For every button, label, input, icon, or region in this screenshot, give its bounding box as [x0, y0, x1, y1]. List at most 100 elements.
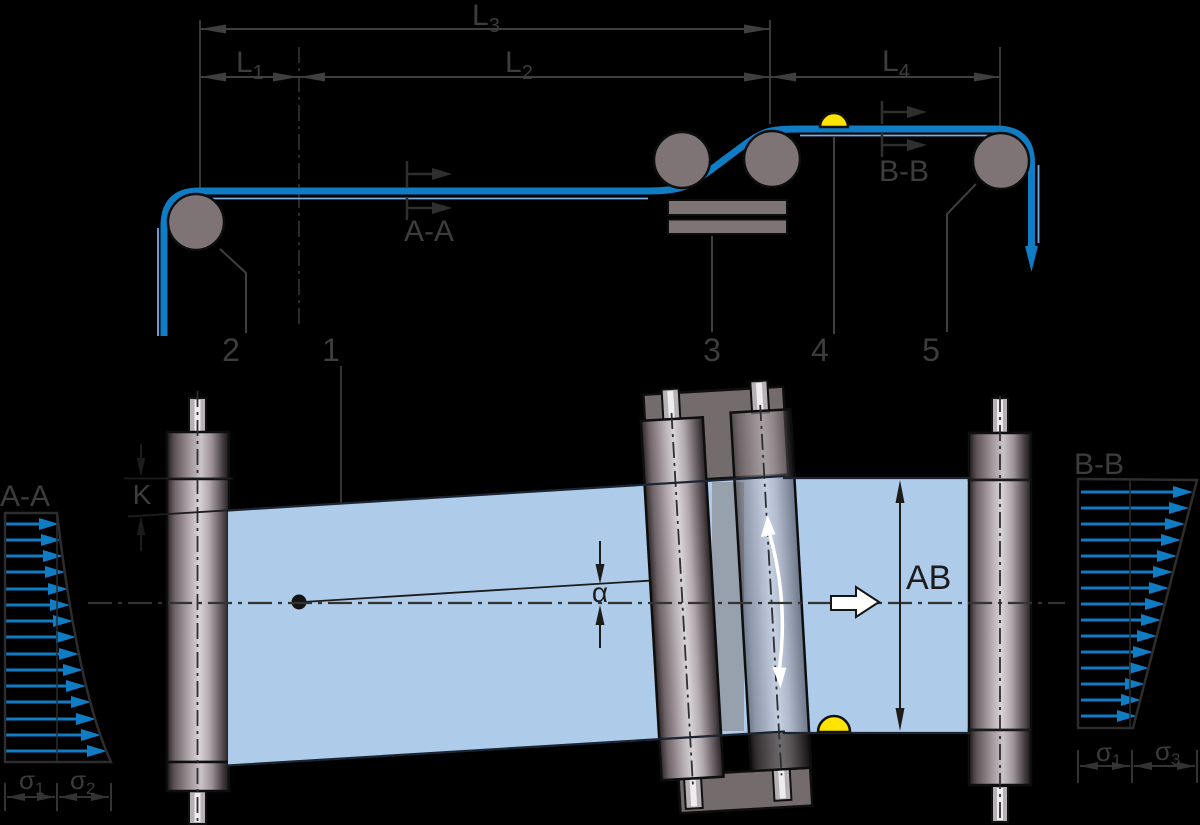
alpha-label: α: [592, 577, 608, 608]
ab-arrow-head: [895, 480, 905, 503]
sigma3-label: σ3: [1155, 736, 1181, 769]
stress-arrow-head: [45, 566, 65, 578]
rotation-arrow: [767, 533, 785, 670]
rotation-arrow-head: [772, 666, 787, 689]
stress-arrow-head: [1121, 694, 1141, 706]
web-path-line: [160, 125, 1035, 336]
stress-arrow-head: [63, 664, 83, 676]
stress-arrow-head: [43, 550, 63, 562]
dim-arrow: [744, 24, 770, 34]
alpha-arrow-head: [595, 605, 605, 625]
part-number-5: 5: [922, 332, 940, 368]
dim-arrow: [770, 72, 796, 82]
section-aa-label: A-A: [404, 215, 454, 248]
axle-stub-stripe: [997, 400, 1003, 431]
axle-stub-stripe: [689, 778, 698, 807]
k-web-edge-extension: [127, 509, 229, 518]
part-number-2: 2: [222, 332, 240, 368]
profile-aa-outline: [3, 511, 113, 764]
profile-aa-title: A-A: [0, 480, 50, 513]
roller-axis-line: [670, 413, 694, 785]
sigma2-label: σ2: [70, 765, 96, 798]
stress-arrow-head: [41, 534, 61, 546]
ab-label: AB: [906, 559, 951, 597]
dim-arrow: [299, 72, 325, 82]
stress-arrow-head: [1137, 630, 1157, 642]
stress-arrow-head: [59, 648, 79, 660]
guide-roller-left: [165, 391, 231, 825]
part-number-1: 1: [322, 332, 340, 368]
sigma-arrow: [37, 793, 55, 801]
axle-stub-stripe: [194, 400, 201, 431]
stress-arrow-head: [1153, 566, 1173, 578]
stress-arrow-head: [48, 583, 68, 595]
axle-stub-stripe: [667, 390, 675, 420]
stress-arrow-head: [76, 713, 96, 725]
section-bb-label: B-B: [879, 155, 929, 188]
stress-arrow-head: [1145, 598, 1165, 610]
dim-arrow: [200, 24, 226, 34]
dim-arrow: [744, 72, 770, 82]
profile-aa: A-A σ1 σ2: [0, 480, 113, 811]
stress-arrow-head: [1133, 646, 1153, 658]
alpha-arrow-head: [595, 564, 605, 584]
nip-roller-right-circle: [742, 129, 802, 189]
stress-arrow-head: [87, 745, 107, 757]
sigma-arrow: [91, 793, 109, 801]
axle-stub-stripe: [778, 770, 786, 799]
profile-bb-title: B-B: [1074, 448, 1124, 481]
stress-arrow-head: [1169, 502, 1189, 514]
dim-arrow: [200, 72, 226, 82]
stress-arrow-head: [1173, 486, 1193, 498]
stress-arrow-head: [71, 696, 91, 708]
nip-bar-lower: [667, 218, 788, 235]
edge-sensor-icon: [816, 714, 852, 734]
sigma-arrow: [1112, 762, 1130, 770]
rotation-arrow-head: [760, 514, 776, 538]
k-label: K: [133, 479, 152, 510]
steering-assembly: [639, 379, 814, 815]
section-bb-arrow-head: [907, 139, 927, 151]
profile-bb: B-B σ1 σ3: [1074, 448, 1199, 783]
stress-arrow-head: [1149, 582, 1169, 594]
section-aa-arrow-head: [432, 202, 452, 214]
top-view: L3 L1 L2 L4 A-A B-B 1 2 3 4 5: [157, 0, 1040, 599]
stress-arrow-head: [1141, 614, 1161, 626]
stress-arrow-head: [1117, 710, 1137, 722]
stress-arrow-head: [1165, 518, 1185, 530]
dim-label-l1: L1: [236, 46, 264, 84]
edge-sensor-icon: [818, 111, 850, 129]
stress-arrow-head: [56, 631, 76, 643]
stress-arrow-head: [1161, 534, 1181, 546]
bottom-view: K α AB: [88, 379, 1065, 825]
dim-arrow: [273, 72, 299, 82]
section-aa-arrow-head: [432, 168, 452, 180]
leader-part-5: [946, 183, 977, 332]
dim-arrow: [974, 72, 1000, 82]
sigma-arrow: [7, 793, 25, 801]
dim-label-l4: L4: [882, 45, 910, 83]
sigma-arrow: [1177, 762, 1195, 770]
k-arrow-head: [136, 516, 146, 535]
part-number-3: 3: [703, 332, 721, 368]
sigma1-label: σ1: [1096, 737, 1122, 770]
web-edge-bottom-tilted: [227, 730, 786, 767]
axle-stub-stripe: [755, 382, 764, 412]
dim-label-l2: L2: [505, 46, 533, 84]
part-number-4: 4: [811, 332, 829, 368]
roller-5-circle: [971, 131, 1031, 191]
sigma1-label: σ1: [19, 765, 45, 798]
nip-roller-left-circle: [652, 130, 712, 190]
web-direction-arrow: [1025, 246, 1038, 272]
stress-arrow-head: [66, 680, 86, 692]
section-bb-arrow-head: [907, 106, 927, 118]
roller-2-circle: [166, 192, 226, 252]
nip-bar-upper: [667, 199, 788, 216]
stress-arrow-head: [81, 729, 101, 741]
profile-bb-arrow-fan: [1081, 486, 1193, 722]
stress-arrow-head: [1129, 662, 1149, 674]
stress-arrow-head: [50, 599, 70, 611]
web-band-tilted: [228, 476, 785, 766]
roller-axis-line: [759, 404, 783, 776]
